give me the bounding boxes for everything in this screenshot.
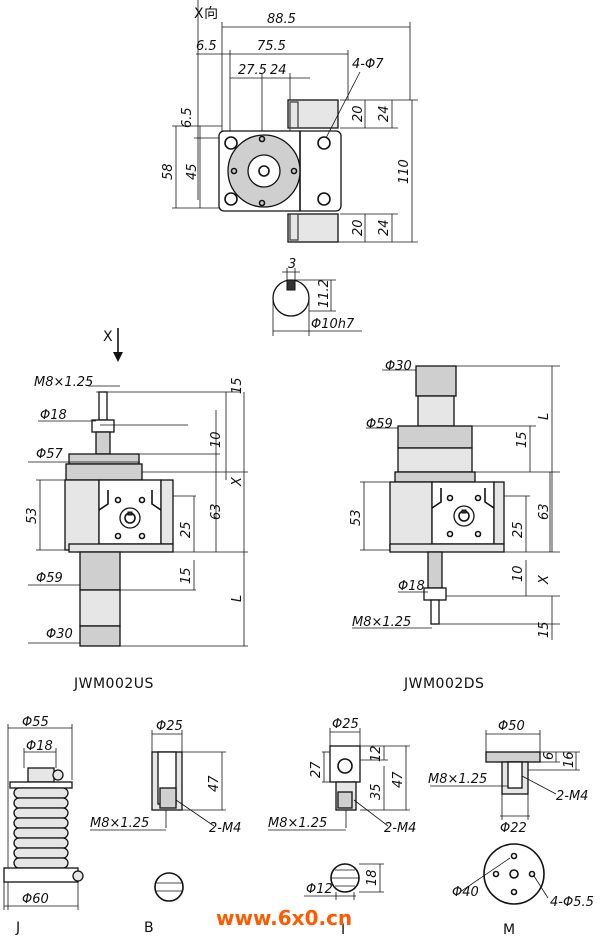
- j-dia-60: Φ60: [22, 892, 49, 907]
- ds-thread-m8: M8×1.25: [352, 615, 411, 630]
- b-caption: B: [144, 920, 154, 936]
- dim-20-lower: 20: [351, 219, 366, 236]
- j-caption: J: [15, 920, 21, 936]
- b-2-m4: 2-M4: [209, 821, 241, 836]
- j-dia-18: Φ18: [26, 739, 53, 754]
- us-x-label: X: [103, 329, 113, 345]
- part-i: Φ25 12 27 35 47 M8×1.25 2-M4 Φ12 18 I: [268, 717, 416, 938]
- ds-dim-10: 10: [511, 565, 526, 582]
- m-2-m4: 2-M4: [556, 789, 588, 804]
- i-dim-12: 12: [369, 745, 384, 762]
- i-caption: I: [341, 922, 346, 938]
- top-view: X向 88.5 75.5 6.5 27.5 24 4-Φ7 6.5 58 45 …: [161, 0, 418, 243]
- dim-27-5: 27.5: [238, 63, 267, 78]
- us-dim-15-top: 15: [230, 377, 245, 394]
- dim-110: 110: [397, 159, 412, 184]
- ds-dim-53: 53: [349, 509, 364, 526]
- us-dia-30: Φ30: [46, 627, 73, 642]
- dim-4-holes: 4-Φ7: [352, 57, 384, 72]
- m-dia-40: Φ40: [452, 885, 479, 900]
- jwm002us-view: X: [25, 328, 248, 692]
- dim-24-lower: 24: [377, 219, 392, 236]
- dim-6-5-left: 6.5: [180, 107, 195, 128]
- x-direction-label: X向: [194, 6, 219, 22]
- ds-dim-15-bottom: 15: [537, 621, 552, 638]
- i-dim-18: 18: [365, 869, 380, 886]
- ds-caption: JWM002DS: [403, 676, 484, 692]
- watermark-text: www.6x0.cn: [216, 906, 352, 930]
- key-height-11-2: 11.2: [317, 279, 332, 308]
- part-b: Φ25 47 M8×1.25 2-M4 B: [90, 719, 241, 936]
- us-dim-15-bottom: 15: [179, 567, 194, 584]
- i-dia-12: Φ12: [306, 882, 333, 897]
- shaft-key-section: 3 11.2 Φ10h7: [272, 257, 362, 336]
- ds-dim-x: X: [537, 574, 552, 585]
- j-dia-55: Φ55: [22, 715, 49, 730]
- key-width-3: 3: [288, 257, 296, 272]
- jwm002ds-view: Φ30 Φ59 L 15 53 63 25 10 X Φ18 M8×1.25 1…: [349, 359, 560, 692]
- shaft-dia-10h7: Φ10h7: [311, 317, 355, 332]
- us-dim-x: X: [230, 476, 245, 487]
- us-dia-57: Φ57: [36, 447, 64, 462]
- us-caption: JWM002US: [73, 676, 154, 692]
- part-m: Φ50 6 16 M8×1.25 2-M4 Φ22 Φ40 4-Φ5.5 M: [428, 719, 594, 938]
- us-dia-59: Φ59: [36, 571, 63, 586]
- m-thread-m8: M8×1.25: [428, 772, 487, 787]
- us-dim-10: 10: [209, 431, 224, 448]
- m-4-holes: 4-Φ5.5: [550, 895, 594, 910]
- us-thread-m8: M8×1.25: [34, 375, 93, 390]
- us-dim-63: 63: [209, 503, 224, 520]
- ds-dia-30: Φ30: [385, 359, 412, 374]
- i-dim-35: 35: [369, 783, 384, 800]
- us-dim-l: L: [230, 595, 245, 602]
- i-thread-m8: M8×1.25: [268, 816, 327, 831]
- us-dim-53: 53: [25, 507, 40, 524]
- i-dim-47: 47: [391, 771, 406, 788]
- dim-75-5: 75.5: [257, 39, 286, 54]
- b-thread-m8: M8×1.25: [90, 816, 149, 831]
- dim-88-5: 88.5: [267, 12, 296, 27]
- i-dim-27: 27: [309, 761, 324, 778]
- ds-dia-59: Φ59: [366, 417, 393, 432]
- dim-24-top: 24: [270, 63, 287, 78]
- dim-24-upper: 24: [377, 105, 392, 122]
- dim-58: 58: [161, 163, 176, 180]
- i-dia-25: Φ25: [332, 717, 359, 732]
- dim-20-upper: 20: [351, 105, 366, 122]
- m-dim-6: 6: [542, 752, 557, 760]
- m-dia-50: Φ50: [498, 719, 525, 734]
- us-dim-25: 25: [179, 521, 194, 538]
- m-dia-22: Φ22: [500, 821, 527, 836]
- ds-dim-l: L: [537, 413, 552, 420]
- ds-dim-25: 25: [511, 521, 526, 538]
- dim-6-5-top: 6.5: [196, 39, 217, 54]
- m-caption: M: [503, 922, 516, 938]
- b-dia-25: Φ25: [156, 719, 183, 734]
- ds-dim-63: 63: [537, 503, 552, 520]
- dim-45: 45: [185, 163, 200, 180]
- ds-dim-15: 15: [515, 431, 530, 448]
- ds-dia-18: Φ18: [398, 579, 425, 594]
- part-j-bellows: Φ55 Φ18 Φ60 J: [3, 715, 84, 936]
- i-2-m4: 2-M4: [384, 821, 416, 836]
- m-dim-16: 16: [562, 751, 577, 768]
- b-dim-47: 47: [207, 775, 222, 792]
- us-dia-18: Φ18: [40, 408, 67, 423]
